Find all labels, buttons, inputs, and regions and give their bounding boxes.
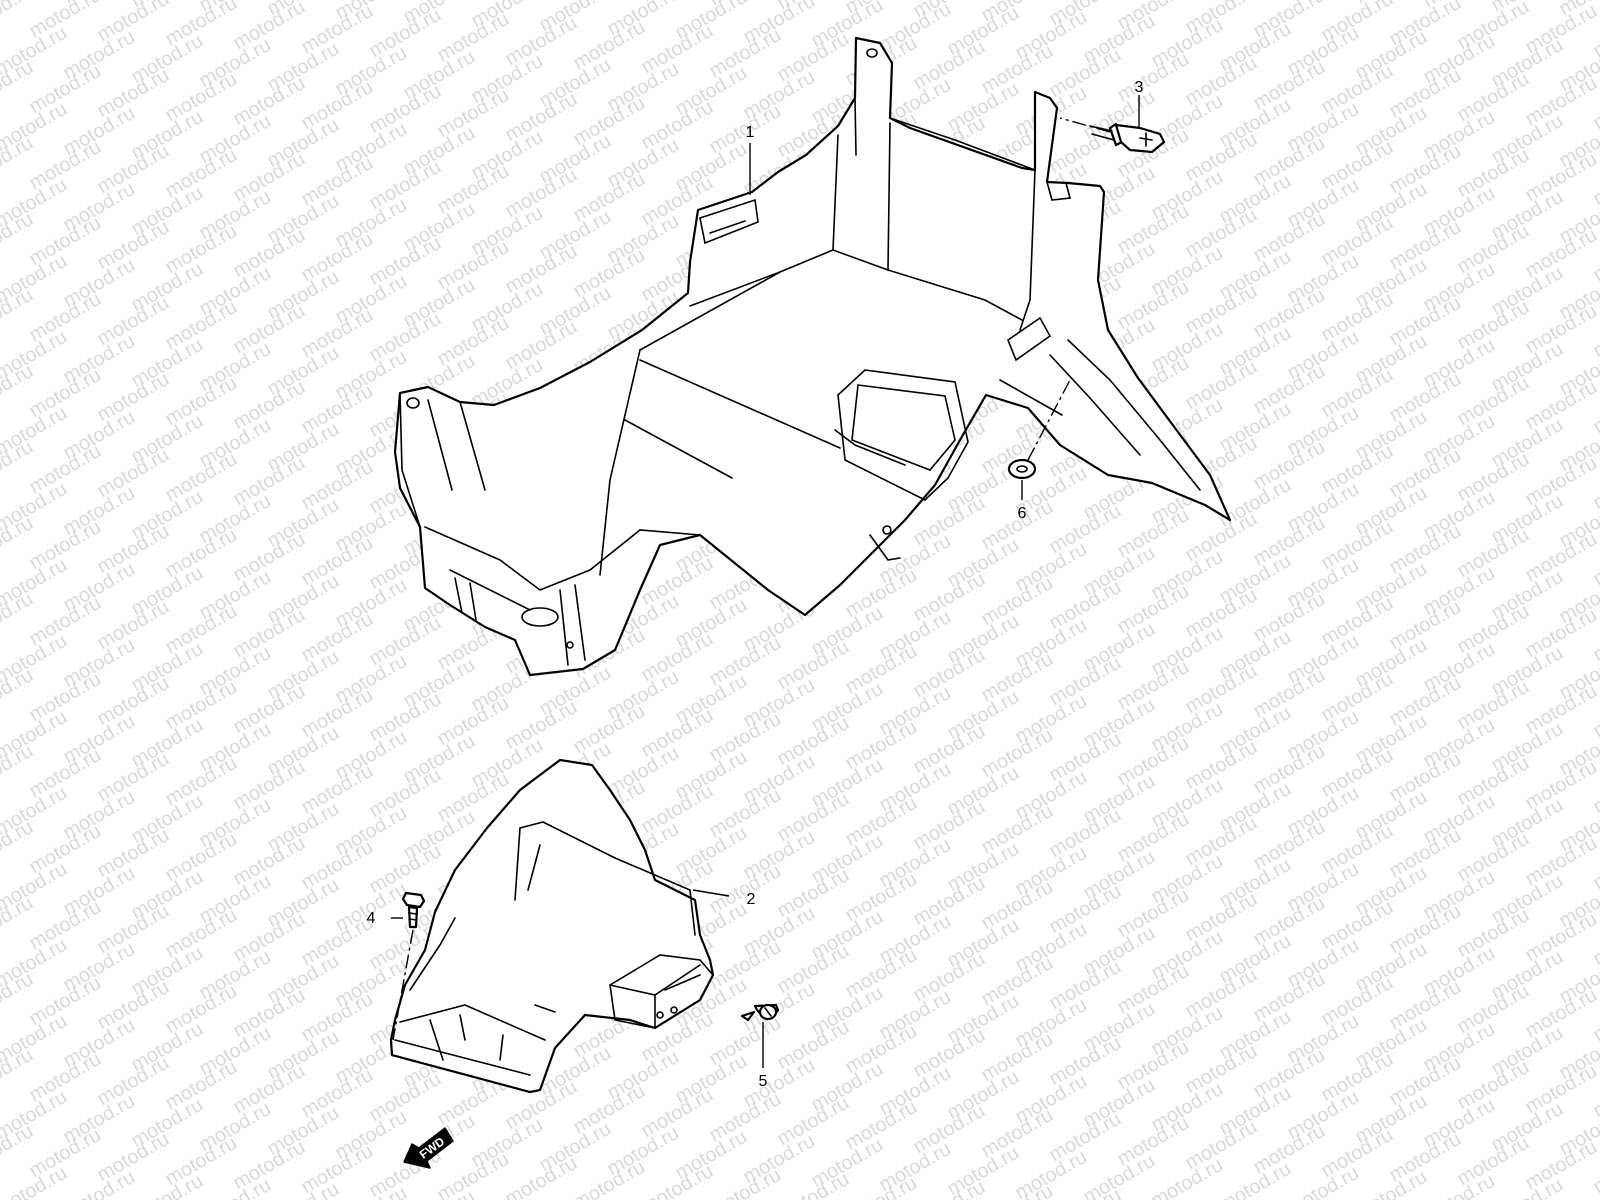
callout-6: 6	[1018, 505, 1027, 522]
washer-6-icon	[1007, 458, 1037, 480]
callout-2: 2	[747, 891, 756, 908]
callout-3: 3	[1135, 79, 1144, 96]
callout-5: 5	[759, 1073, 768, 1090]
callout-4: 4	[367, 910, 376, 927]
callout-1: 1	[746, 124, 755, 141]
